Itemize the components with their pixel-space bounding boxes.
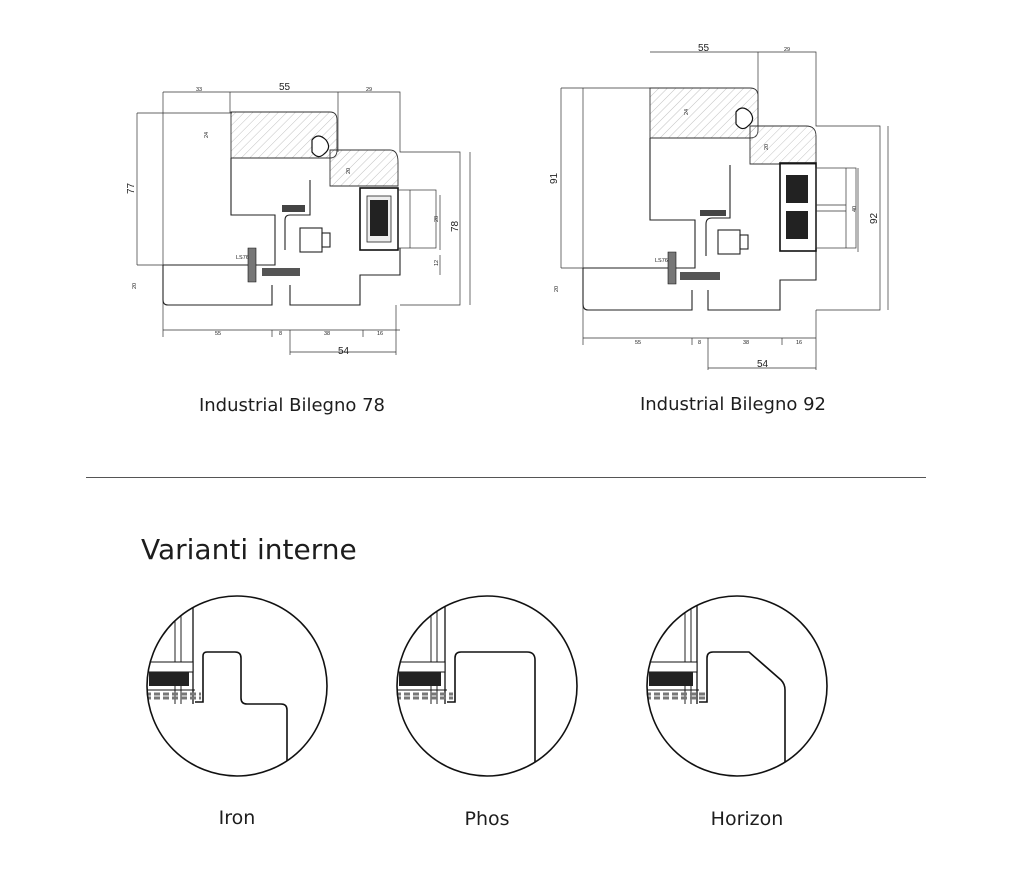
dim-left-77: 77: [126, 182, 137, 194]
dim-left-91: 91: [549, 172, 560, 184]
dim-top-55: 55: [698, 43, 710, 54]
dim-top-55: 55: [279, 82, 291, 93]
dim-bot-8: 8: [279, 331, 282, 337]
section-drawing-bilegno-78: 33 55 29 77 24 20 78 28 12 20 55 8 38 16…: [126, 82, 471, 357]
caption-bilegno-92: Industrial Bilegno 92: [639, 394, 827, 415]
seal-label: LS76: [655, 258, 668, 264]
variant-label-horizon: Horizon: [710, 808, 784, 830]
section-divider: [86, 477, 926, 478]
variant-label-phos: Phos: [464, 808, 510, 830]
dim-right-78: 78: [450, 220, 461, 232]
variants-title: Varianti interne: [141, 533, 357, 566]
dim-top-29: 29: [366, 87, 372, 93]
dim-bot-8: 8: [698, 340, 701, 346]
dim-bot-16: 16: [377, 331, 383, 337]
dim-top-33: 33: [196, 87, 202, 93]
variant-label-iron: Iron: [218, 807, 256, 829]
dim-bot-54: 54: [757, 359, 769, 370]
dim-inner-20: 20: [764, 144, 770, 150]
dim-inner-20: 20: [346, 168, 352, 174]
dim-left-24: 24: [684, 109, 690, 115]
dim-top-29: 29: [784, 47, 790, 53]
dim-bot-55: 55: [215, 331, 221, 337]
dim-bot-55: 55: [635, 340, 641, 346]
dim-right-12: 12: [434, 260, 440, 266]
dim-right-28: 28: [434, 216, 440, 222]
dim-bot-38: 38: [324, 331, 330, 337]
dim-left-24: 24: [204, 132, 210, 138]
caption-bilegno-78: Industrial Bilegno 78: [198, 395, 386, 416]
section-drawing-bilegno-92: 55 29 91 24 20 92 40 20 55 8 38 16 54 LS…: [549, 43, 889, 370]
variant-detail-iron: [146, 595, 328, 777]
dim-bot-16: 16: [796, 340, 802, 346]
dim-bot-38: 38: [743, 340, 749, 346]
dim-right-40: 40: [852, 206, 858, 212]
seal-label: LS76: [236, 255, 249, 261]
dim-right-92: 92: [869, 212, 880, 224]
dim-left-20: 20: [132, 283, 138, 289]
variant-detail-phos: [396, 595, 578, 777]
variant-detail-horizon: [646, 595, 828, 777]
dim-left-20: 20: [554, 286, 560, 292]
dim-bot-54: 54: [338, 346, 350, 357]
